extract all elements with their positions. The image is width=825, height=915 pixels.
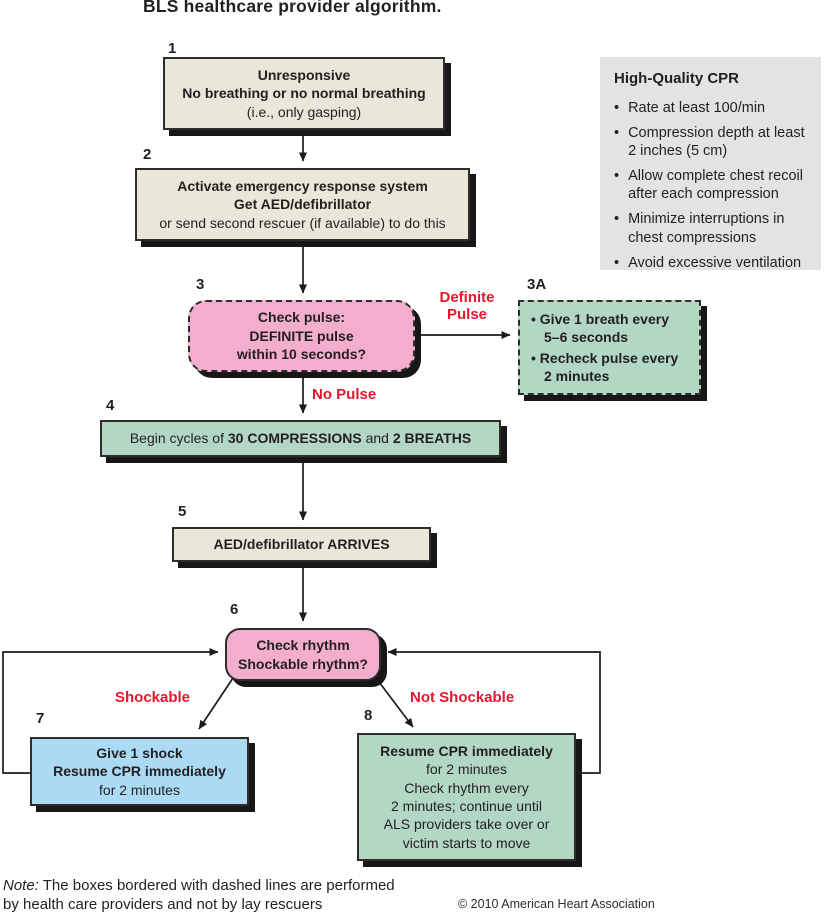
panel-bullet-4: Minimize interruptions in chest compress… bbox=[628, 211, 785, 246]
list-item: • Avoid excessive ventilation bbox=[614, 254, 807, 272]
box3a-bullet2: • Recheck pulse every 2 minutes bbox=[531, 349, 679, 384]
box8-line5: ALS providers take over or bbox=[383, 816, 550, 833]
box2-line2: Get AED/defibrillator bbox=[233, 196, 372, 213]
list-item: • Compression depth at least 2 inches (5… bbox=[614, 124, 807, 160]
box7-line1: Give 1 shock bbox=[96, 744, 183, 761]
box3-line3: within 10 seconds? bbox=[236, 346, 367, 363]
bullet-icon: • bbox=[614, 99, 620, 116]
box2-line3: or send second rescuer (if available) to… bbox=[159, 214, 446, 231]
panel-bullet-1: Rate at least 100/min bbox=[628, 99, 766, 116]
box3-line2: DEFINITE pulse bbox=[249, 327, 354, 344]
step-number-8: 8 bbox=[364, 707, 373, 724]
note-prefix: Note: bbox=[3, 877, 39, 894]
label-not-shockable: Not Shockable bbox=[410, 689, 515, 706]
panel-bullet-3: Allow complete chest recoil after each c… bbox=[628, 168, 803, 203]
label-no-pulse: No Pulse bbox=[312, 386, 377, 403]
box4-seg4: 2 BREATHS bbox=[392, 430, 472, 447]
arrow-box6-box7 bbox=[198, 677, 234, 730]
box5-line1: AED/defibrillator ARRIVES bbox=[213, 536, 390, 553]
box3-line1: Check pulse: bbox=[257, 309, 346, 326]
box8-line2: for 2 minutes bbox=[426, 761, 507, 778]
step-number-4: 4 bbox=[106, 397, 115, 414]
step-number-7: 7 bbox=[36, 710, 45, 727]
box-give-shock: Give 1 shock Resume CPR immediately for … bbox=[30, 737, 249, 806]
box3a-bullet1: • Give 1 breath every 5–6 seconds bbox=[531, 310, 669, 346]
note-text: The boxes bordered with dashed lines are… bbox=[3, 877, 395, 914]
box8-line3: Check rhythm every bbox=[404, 779, 529, 796]
bullet-icon: • bbox=[614, 211, 620, 228]
page-title: BLS healthcare provider algorithm. bbox=[143, 0, 442, 16]
box-resume-cpr: Resume CPR immediately for 2 minutes Che… bbox=[357, 733, 576, 861]
box8-line4: 2 minutes; continue until bbox=[391, 798, 542, 814]
box-check-pulse: Check pulse: DEFINITE pulse within 10 se… bbox=[188, 300, 415, 372]
dashed-box-note: Note: The boxes bordered with dashed lin… bbox=[3, 876, 413, 914]
step-number-6: 6 bbox=[230, 601, 239, 618]
step-number-1: 1 bbox=[168, 40, 177, 57]
box-rescue-breathing: • Give 1 breath every 5–6 seconds • Rech… bbox=[518, 300, 701, 395]
step-number-5: 5 bbox=[178, 503, 187, 520]
list-item: • Allow complete chest recoil after each… bbox=[614, 167, 807, 203]
list-item: • Minimize interruptions in chest compre… bbox=[614, 210, 807, 246]
box-unresponsive: Unresponsive No breathing or no normal b… bbox=[163, 57, 445, 130]
box1-line1: Unresponsive bbox=[257, 66, 351, 83]
box4-seg2: 30 COMPRESSIONS bbox=[227, 430, 362, 447]
panel-bullet-5: Avoid excessive ventilation bbox=[628, 254, 802, 271]
box1-line2: No breathing or no normal breathing bbox=[182, 85, 426, 102]
step-number-3: 3 bbox=[196, 276, 205, 293]
panel-title: High-Quality CPR bbox=[614, 70, 740, 87]
box4-seg3: and bbox=[361, 430, 393, 447]
box7-line2: Resume CPR immediately bbox=[53, 763, 226, 780]
box8-line1: Resume CPR immediately bbox=[380, 742, 553, 759]
box-activate-ems: Activate emergency response system Get A… bbox=[135, 168, 470, 241]
step-number-3a: 3A bbox=[527, 276, 547, 293]
bullet-icon: • bbox=[614, 168, 620, 185]
step-number-2: 2 bbox=[143, 146, 152, 163]
box6-line1: Check rhythm bbox=[256, 637, 350, 654]
copyright-line: © 2010 American Heart Association bbox=[458, 897, 655, 911]
box-begin-cycles: Begin cycles of 30 COMPRESSIONS and 2 BR… bbox=[100, 420, 501, 457]
box2-line1: Activate emergency response system bbox=[177, 177, 428, 194]
arrow-box6-box8 bbox=[375, 677, 414, 728]
box7-line3: for 2 minutes bbox=[99, 781, 180, 798]
high-quality-cpr-panel: High-Quality CPR • Rate at least 100/min… bbox=[600, 57, 821, 272]
label-shockable: Shockable bbox=[115, 689, 191, 706]
box6-line2: Shockable rhythm? bbox=[238, 655, 368, 672]
box4-seg1: Begin cycles of bbox=[129, 430, 228, 447]
list-item: • Rate at least 100/min bbox=[614, 99, 807, 117]
box4-text: Begin cycles of 30 COMPRESSIONS and 2 BR… bbox=[108, 429, 493, 447]
box8-line6: victim starts to move bbox=[402, 834, 531, 851]
box-aed-arrives: AED/defibrillator ARRIVES bbox=[172, 527, 431, 562]
label-definite-pulse: Definite Pulse bbox=[439, 289, 495, 324]
bullet-icon: • bbox=[614, 254, 620, 271]
panel-bullet-2: Compression depth at least 2 inches (5 c… bbox=[628, 124, 805, 159]
box-check-rhythm: Check rhythm Shockable rhythm? bbox=[225, 628, 381, 681]
bullet-icon: • bbox=[614, 124, 620, 141]
box1-line3: (i.e., only gasping) bbox=[246, 103, 362, 120]
